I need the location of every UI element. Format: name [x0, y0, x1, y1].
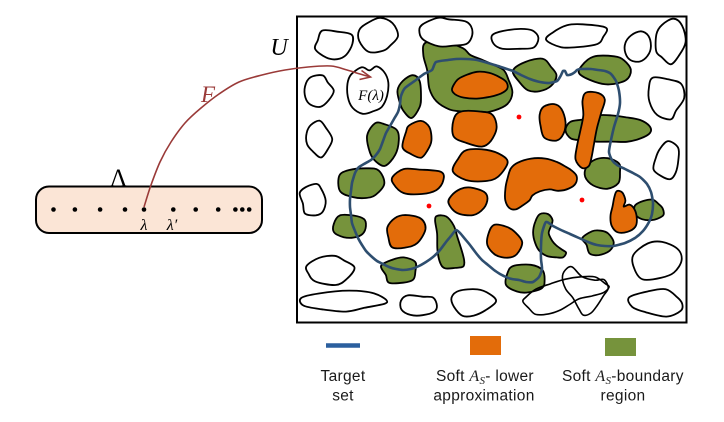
- svg-text:set: set: [332, 388, 354, 405]
- svg-text:U: U: [270, 35, 289, 61]
- svg-text:F: F: [200, 82, 216, 107]
- svg-text:Soft AS-boundary: Soft AS-boundary: [562, 368, 684, 387]
- svg-text:λ: λ: [140, 217, 148, 234]
- svg-text:region: region: [601, 388, 646, 405]
- svg-text:Soft AS- lower: Soft AS- lower: [436, 368, 534, 387]
- svg-text:F(λ): F(λ): [357, 88, 384, 104]
- svg-text:approximation: approximation: [433, 388, 534, 405]
- svg-text:λ′: λ′: [166, 217, 178, 234]
- svg-text:Λ: Λ: [110, 165, 128, 192]
- svg-text:Target: Target: [321, 368, 366, 385]
